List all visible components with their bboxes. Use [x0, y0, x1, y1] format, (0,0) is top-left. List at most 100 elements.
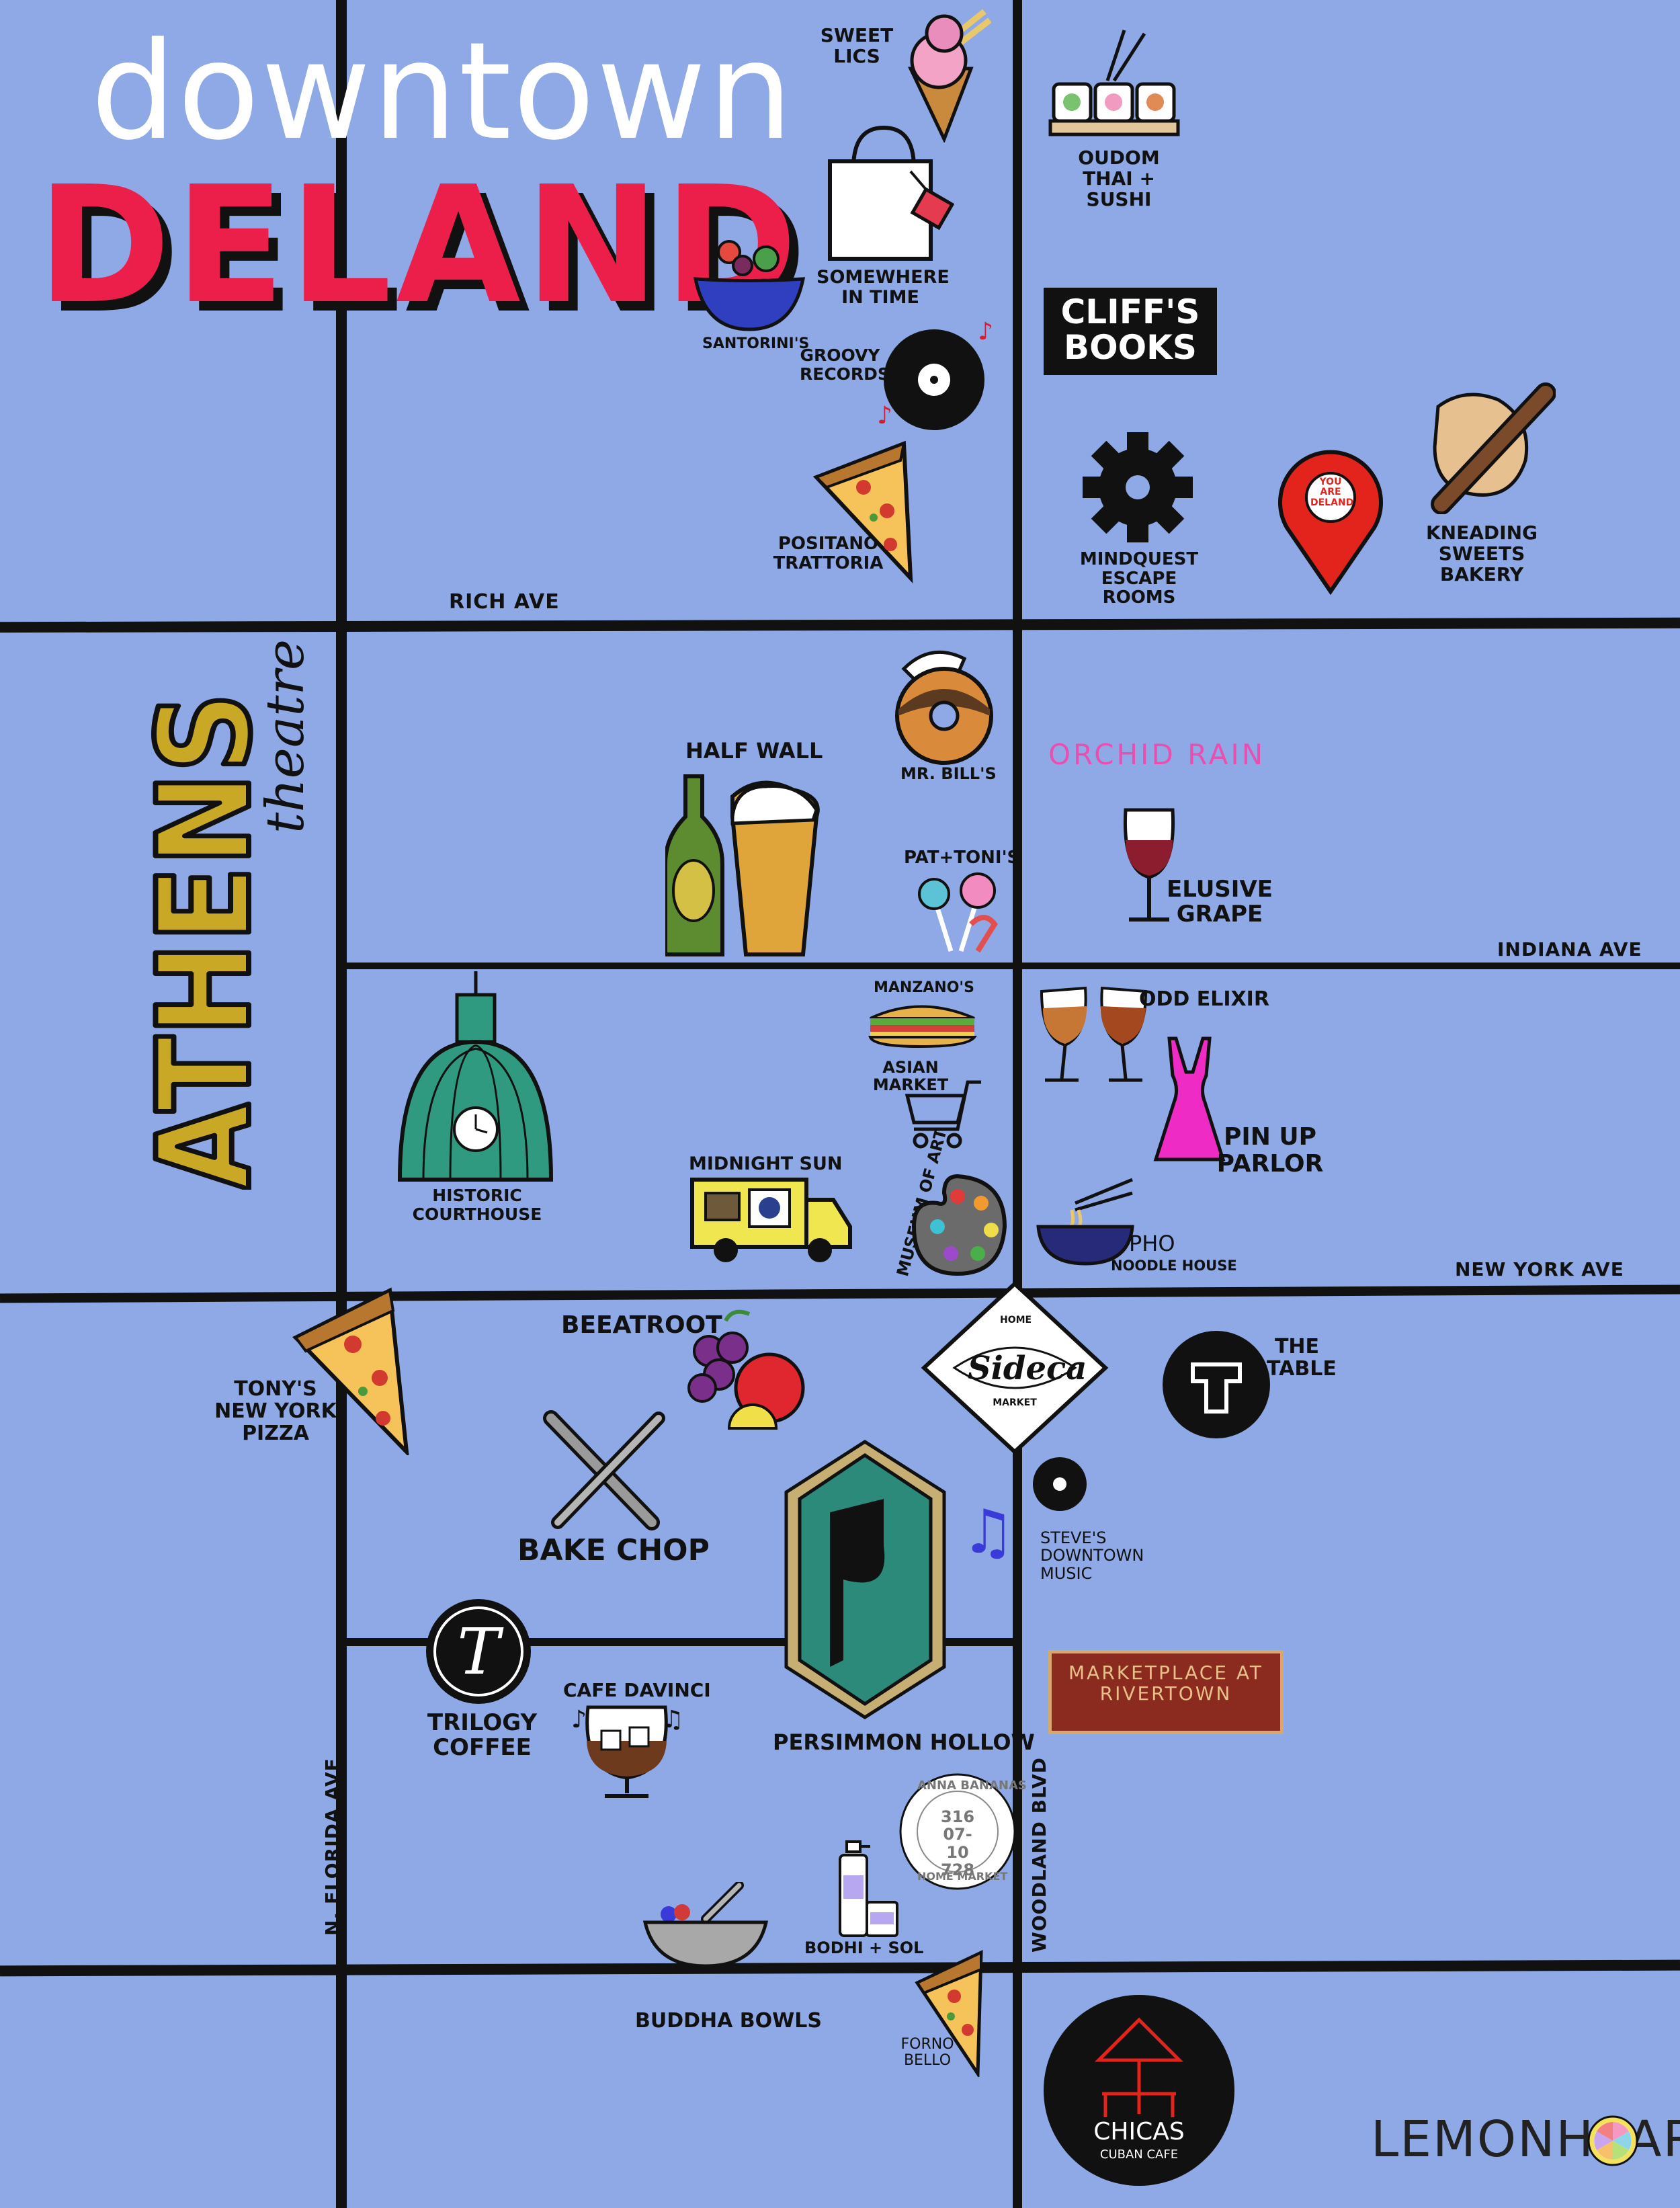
mr-bills-label: MR. BILL'S — [900, 764, 997, 783]
fruit-icon[interactable] — [685, 1307, 813, 1442]
trilogy-coffee-logo[interactable]: T — [423, 1596, 534, 1707]
you-are-deland-label: YOU ARE DELAND — [1310, 477, 1354, 508]
florida-ave-label: N. FLORIDA AVE — [321, 1758, 343, 1936]
anna-bananas-label: ANNA BANANAS — [917, 1778, 1027, 1793]
athens-marquee-letters: ATHENS — [128, 690, 282, 1192]
record-icon[interactable]: ♪ ♪ — [877, 316, 995, 434]
persimmon-hollow-logo[interactable] — [783, 1438, 948, 1721]
svg-text:♪: ♪ — [978, 318, 993, 345]
svg-text:T: T — [457, 1615, 504, 1689]
pat-tonis-label: PAT+TONI'S — [904, 848, 1020, 868]
chicas-cuban-cafe-label: CUBAN CAFE — [1099, 2148, 1179, 2162]
pho-label: PHO — [1129, 1231, 1175, 1256]
bodhi-sol-label: BODHI + SOL — [804, 1938, 924, 1957]
the-table-logo[interactable] — [1159, 1327, 1273, 1442]
cafe-davinci-label: CAFE DAVINCI — [563, 1679, 711, 1701]
florida-ave-road — [336, 0, 347, 2208]
buddha-bowls-label: BUDDHA BOWLS — [635, 2009, 822, 2033]
persimmon-hollow-label: PERSIMMON HOLLOW — [773, 1729, 1035, 1755]
marketplace-sign[interactable]: MARKETPLACE AT RIVERTOWN — [1048, 1650, 1284, 1734]
woodland-blvd-label: WOODLAND BLVD — [1028, 1757, 1050, 1953]
beeatroot-label: BEEATROOT — [561, 1311, 722, 1339]
cliffs-books-sign[interactable]: CLIFF'S BOOKS — [1044, 288, 1217, 375]
food-truck-icon[interactable] — [689, 1173, 853, 1267]
manzanos-label: MANZANO'S — [874, 979, 975, 996]
sideca-logo[interactable]: HOME Sideca MARKET — [921, 1280, 1109, 1455]
athens-name: ATHENS — [131, 692, 272, 1190]
beer-icon[interactable] — [665, 770, 827, 961]
coffee-glass-icon[interactable]: ♪ ♫ — [568, 1701, 685, 1801]
mindquest-label: MINDQUEST ESCAPE ROOMS — [1079, 549, 1199, 608]
trilogy-coffee-label: TRILOGY COFFEE — [427, 1709, 538, 1762]
courthouse-dome-icon[interactable] — [396, 968, 554, 1183]
athens-marquee[interactable]: ATHENS — [128, 679, 282, 1192]
svg-text:♫: ♫ — [961, 1497, 1008, 1559]
salad-bowl-icon[interactable] — [692, 232, 806, 333]
pin-up-parlor-label: PIN UP PARLOR — [1216, 1123, 1324, 1178]
record-small-icon[interactable] — [1032, 1452, 1089, 1516]
indiana-ave-road — [344, 963, 1680, 969]
forno-pizza-icon[interactable] — [914, 1949, 988, 2077]
wine-glass-icon[interactable] — [1122, 807, 1176, 924]
marketplace-label: MARKETPLACE AT RIVERTOWN — [1068, 1662, 1263, 1705]
new-york-ave-road — [0, 1284, 1680, 1303]
half-wall-label: HALF WALL — [685, 738, 823, 764]
the-table-label: THE TABLE — [1267, 1335, 1337, 1381]
anna-number-label: 316 07-10 728 — [940, 1807, 975, 1880]
historic-courthouse-label: HISTORIC COURTHOUSE — [412, 1186, 542, 1224]
rolling-pin-icon[interactable] — [1425, 380, 1556, 514]
rich-ave-label: RICH AVE — [449, 590, 560, 614]
south-road — [0, 1959, 1680, 1977]
tonys-pizza-icon[interactable] — [289, 1284, 413, 1455]
kneading-sweets-label: KNEADING SWEETS BAKERY — [1425, 522, 1538, 585]
sushi-icon[interactable] — [1047, 27, 1181, 141]
toasting-glasses-icon[interactable] — [1035, 971, 1152, 1086]
sandwich-icon[interactable] — [867, 998, 978, 1049]
svg-text:♪: ♪ — [877, 402, 892, 430]
chicas-label: CHICAS — [1093, 2118, 1185, 2145]
lotion-bottle-icon[interactable] — [833, 1838, 900, 1939]
lollipop-icon[interactable] — [914, 870, 1005, 954]
oudom-thai-label: OUDOM THAI + SUSHI — [1078, 147, 1160, 210]
santorinis-label: SANTORINI'S — [702, 335, 810, 352]
steves-music-label: STEVE'S DOWNTOWN MUSIC — [1040, 1528, 1144, 1583]
pizza-slice-icon[interactable] — [810, 437, 921, 585]
woodland-blvd-road — [1013, 0, 1022, 2208]
title-deland: DELAND — [37, 151, 802, 339]
cliffs-books-label: CLIFF'S BOOKS — [1060, 292, 1200, 367]
anna-bananas-stamp[interactable]: ANNA BANANAS 316 07-10 728 HOME MARKET — [897, 1771, 1027, 1892]
location-pin-icon[interactable]: YOU ARE DELAND — [1273, 440, 1388, 595]
chicas-logo[interactable]: CHICAS CUBAN CAFE — [1042, 1993, 1236, 2188]
odd-elixir-label: ODD ELIXIR — [1139, 987, 1269, 1011]
shopping-bag-icon[interactable] — [823, 121, 954, 262]
buddha-bowl-icon[interactable] — [642, 1882, 769, 1969]
athens-theatre-subtitle: theatre — [255, 639, 316, 833]
noodle-house-label: NOODLE HOUSE — [1111, 1258, 1237, 1274]
music-note-icon[interactable]: ♫ — [961, 1496, 1008, 1559]
paint-palette-icon[interactable] — [911, 1173, 1008, 1277]
ice-cream-icon[interactable] — [897, 8, 991, 142]
dress-icon[interactable] — [1152, 1035, 1226, 1163]
lemon-icon — [1586, 2114, 1640, 2168]
asian-market-label: ASIAN MARKET — [872, 1058, 949, 1095]
sideca-market-label: MARKET — [993, 1397, 1037, 1408]
positano-label: POSITANO TRATTORIA — [773, 534, 884, 573]
sideca-home-label: HOME — [1000, 1315, 1032, 1325]
sideca-label: Sideca — [968, 1350, 1087, 1387]
forno-bello-label: FORNO BELLO — [900, 2036, 954, 2070]
midnight-sun-label: MIDNIGHT SUN — [689, 1153, 843, 1174]
gear-icon[interactable] — [1081, 430, 1195, 544]
knife-fork-icon[interactable] — [534, 1405, 672, 1536]
shopping-cart-icon[interactable] — [900, 1079, 984, 1149]
elusive-grape-label: ELUSIVE GRAPE — [1167, 876, 1273, 928]
orchid-rain-label: ORCHID RAIN — [1048, 738, 1266, 771]
title-downtown: downtown — [91, 13, 794, 170]
sweet-lics-label: SWEET LICS — [820, 24, 894, 67]
indiana-ave-label: INDIANA AVE — [1497, 938, 1642, 960]
noodle-bowl-icon[interactable] — [1035, 1176, 1136, 1267]
donut-icon[interactable] — [890, 642, 998, 766]
tonys-pizza-label: TONY'S NEW YORK PIZZA — [214, 1377, 337, 1445]
bake-chop-label: BAKE CHOP — [517, 1533, 710, 1567]
rich-ave-road — [0, 617, 1680, 633]
